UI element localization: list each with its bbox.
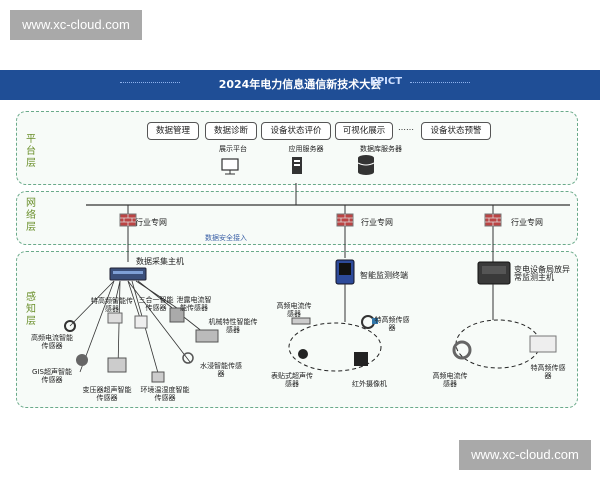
- sensor-label-mechanical: 机械特性智能传感器: [208, 318, 258, 334]
- temp-humidity-sensor-icon: [151, 371, 165, 383]
- data-collection-host-icon: [109, 267, 147, 281]
- mechanical-sensor-icon: [195, 329, 219, 343]
- monitor-icon: [221, 158, 239, 175]
- sensor-label-uhf-3: 特高频传感器: [530, 364, 566, 380]
- sensor-label-uhf: 特高频智能传感器: [91, 297, 133, 313]
- sensor-label-transformer-ultrasonic: 变压器超声智能传感器: [82, 386, 132, 402]
- security-access-label: 数据安全接入: [205, 234, 247, 242]
- function-status-evaluation: 设备状态评价: [261, 122, 331, 140]
- network-link-label-1: 行业专网: [135, 218, 167, 227]
- infrared-camera-icon: [354, 352, 368, 366]
- leakage-current-sensor-icon: [169, 307, 185, 323]
- watermark-top: www.xc-cloud.com: [10, 10, 142, 40]
- banner-decoration-right: [410, 82, 470, 87]
- uhf-sensor-icon: [107, 312, 123, 324]
- sensor-label-gis-ultrasonic: GIS超声智能传感器: [32, 368, 72, 384]
- function-data-management: 数据管理: [147, 122, 199, 140]
- surface-ultrasonic-sensor-icon: [298, 349, 308, 359]
- watermark-bottom: www.xc-cloud.com: [459, 440, 591, 470]
- sensor-label-hf-current-2: 高频电流传感器: [276, 302, 312, 318]
- banner-title: 2024年电力信息通信新技术大会: [218, 78, 382, 91]
- function-status-warning: 设备状态预警: [421, 122, 491, 140]
- sensor-label-hf-current-3: 高频电流传感器: [432, 372, 468, 388]
- sensor-label-uhf-2: 特高频传感器: [374, 316, 410, 332]
- function-data-diagnosis: 数据诊断: [205, 122, 257, 140]
- host-label-smart-terminal: 智能监测终端: [360, 271, 408, 280]
- gis-ultrasonic-sensor-icon: [76, 354, 88, 366]
- hf-current-sensor-icon: [291, 317, 311, 325]
- sensor-label-water: 水浸智能传感器: [200, 362, 242, 378]
- sensor-label-surface-ultrasonic: 表贴式超声传感器: [271, 372, 313, 388]
- network-link-label-2: 行业专网: [361, 218, 393, 227]
- uhf-sensor-icon: [361, 315, 378, 329]
- uhf-sensor-icon: [529, 335, 557, 353]
- network-layer: 网络层 行业专网 行业专网 行业专网 数据安全接入: [16, 191, 578, 245]
- server-label-database: 数据库服务器: [360, 145, 402, 153]
- sensor-label-three-in-one: 三合一智能传感器: [138, 296, 174, 312]
- database-icon: [357, 155, 375, 175]
- sensor-label-infrared-camera: 红外摄像机: [352, 380, 387, 388]
- host-label-pd-monitoring: 变电设备局放异常监测主机: [514, 265, 570, 282]
- sensor-label-leakage: 泄露电流智能传感器: [176, 296, 212, 312]
- server-label-display: 展示平台: [219, 145, 247, 153]
- perception-layer-label: 感知层: [26, 292, 36, 327]
- three-in-one-sensor-icon: [134, 315, 148, 329]
- transformer-ultrasonic-sensor-icon: [107, 357, 127, 373]
- smart-terminal-icon: [335, 259, 355, 285]
- network-layer-label: 网络层: [26, 198, 36, 233]
- platform-layer-label: 平台层: [26, 134, 36, 169]
- server-label-application: 应用服务器: [288, 145, 324, 153]
- network-link-label-3: 行业专网: [511, 218, 543, 227]
- banner-decoration-left: [120, 82, 180, 87]
- firewall-icon: [336, 213, 354, 227]
- epict-logo: EPICT: [370, 76, 403, 87]
- sensor-label-hf-current: 高频电流智能传感器: [31, 334, 73, 350]
- conference-banner: 2024年电力信息通信新技术大会 EPICT: [0, 70, 600, 100]
- function-visualization: 可视化展示: [335, 122, 393, 140]
- hf-current-sensor-icon: [64, 320, 76, 332]
- firewall-icon: [484, 213, 502, 227]
- firewall-icon: [119, 213, 137, 227]
- sensor-label-temp-humidity: 环境温湿度智能传感器: [140, 386, 190, 402]
- function-ellipsis: ……: [398, 123, 414, 132]
- host-label-data-collection: 数据采集主机: [136, 257, 184, 266]
- water-sensor-icon: [182, 352, 194, 364]
- server-icon: [292, 157, 302, 174]
- pd-monitoring-host-icon: [477, 261, 511, 285]
- hf-current-sensor-icon: [452, 340, 472, 360]
